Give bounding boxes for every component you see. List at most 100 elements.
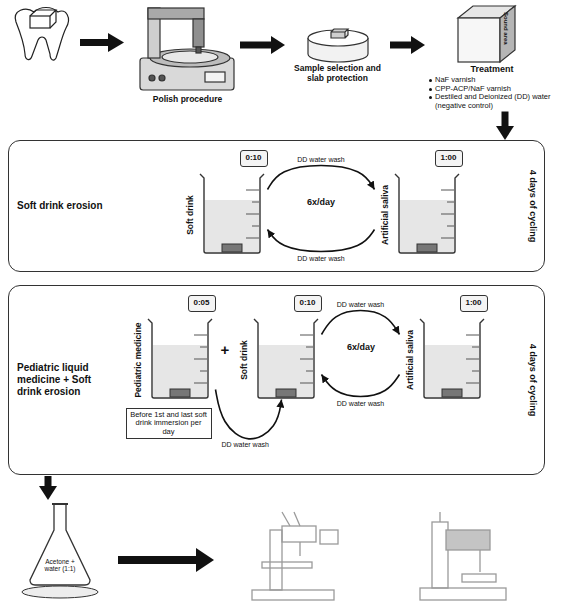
timer-value: 0:05 [188,295,216,312]
treatment-item: Destiled and Deionized (DD) water (negat… [427,93,557,110]
cycle-duration: 4 days of cycling [528,170,538,243]
graduation-mark [441,237,454,238]
graduation-mark [252,201,259,202]
graduation-mark [447,225,454,226]
solution-label: Artificial saliva [380,185,390,245]
liquid [205,200,259,252]
timer-value: 1:00 [460,295,488,312]
machine-arm [148,8,204,19]
beaker: 0:10Soft drink [234,295,322,400]
graduation-mark [306,370,313,371]
liquid [153,345,207,397]
polish-platter [150,49,230,67]
liquid [259,345,313,397]
tooth-sketch [15,8,68,61]
sample-holder [196,47,201,53]
arrow-head [196,548,214,572]
microscope-base [252,590,334,600]
solution-label: Artificial saliva [405,330,415,390]
cube-side [500,6,515,62]
graduation-mark [300,358,313,359]
note-box: Before 1st and last soft drink immersion… [126,408,212,440]
liquid [425,345,479,397]
flow-arrow [390,42,411,49]
control-knob [149,75,155,81]
beaker: 1:00Artificial saliva [400,295,488,400]
note-text: Before 1st and last soft drink immersion… [130,411,208,437]
beaker-glass [200,174,264,253]
treatment-step: TreatmentNaF varnishCPP-ACP/NaF varnishD… [425,0,559,111]
graduation-mark [466,358,479,359]
step-heading: Treatment [427,64,557,74]
graduation-mark [246,213,259,214]
control-knob [159,75,165,81]
cycle-arrow [322,311,400,335]
slab-cube [458,6,515,62]
edge-label: DD water wash [219,441,270,449]
edge-label: DD water wash [335,301,386,309]
step-caption: Polish procedure [135,95,240,105]
enamel-sample [417,244,437,252]
timer-value: 0:10 [294,295,322,312]
flow-arrow [80,33,124,52]
profilometer-head [446,530,490,550]
graduation-mark [246,237,259,238]
flow-arrow [118,548,214,572]
microscope-stage [262,562,312,568]
solution-label: Pediatric medicine [133,322,143,397]
edge-label: DD water wash [295,156,346,164]
profilometer [420,512,506,600]
cube-front [458,18,500,62]
beaker-glass [420,319,484,398]
microscope-column [270,530,282,590]
beaker: 0:05Pediatric medicine [128,295,216,400]
tooth-outline [15,8,68,61]
polish-disc [162,51,218,63]
flask: Acetone + water (1:1) [20,500,100,600]
step-caption: Sample selection and slab protection [285,64,390,84]
flow-arrow [45,476,52,486]
profilometer-stage [462,574,496,582]
cut-lines [30,10,56,28]
plus-sign: + [221,342,230,359]
enamel-slab [331,29,348,38]
treatment-item: NaF varnish [427,76,557,85]
resin-disc [308,29,368,62]
microscope-head [282,526,316,542]
stylus [479,550,480,572]
graduation-mark [194,334,207,335]
flask-drawing [20,500,100,600]
cycle-arrow [268,230,375,252]
frequency-label: 6x/day [347,343,375,353]
graduation-mark [194,382,207,383]
beaker: 0:10Soft drink [180,150,268,255]
flask-rim [52,503,68,505]
graduation-mark [306,346,313,347]
disc-top [308,30,368,46]
solution-label: Soft drink [239,340,249,380]
flow-arrow [502,112,509,127]
graduation-mark [252,225,259,226]
graduation-mark [466,334,479,335]
graduation-mark [194,358,207,359]
arrow-shaft [118,556,198,564]
panel-heading: Soft drink erosion [17,200,129,212]
protocol-panel: Soft drink erosion 4 days of cycling 0:10S… [8,140,545,272]
beaker-glass [254,319,318,398]
protocol-panel: Pediatric liquid medicine + Soft drink e… [8,285,545,475]
solution-label: Soft drink [185,195,195,235]
edge-label: DD water wash [335,400,386,408]
flow-arrow [240,42,271,49]
beaker-glass [148,319,212,398]
graduation-mark [441,189,454,190]
edge-label: DD water wash [295,255,346,263]
beaker: 1:00Artificial saliva [375,150,463,255]
graduation-mark [441,213,454,214]
timer-value: 1:00 [435,150,463,167]
beaker-glass [395,174,459,253]
enamel-sample [276,389,296,397]
arrow-shaft [80,39,110,46]
profilometer-base [420,588,506,600]
graduation-mark [472,346,479,347]
